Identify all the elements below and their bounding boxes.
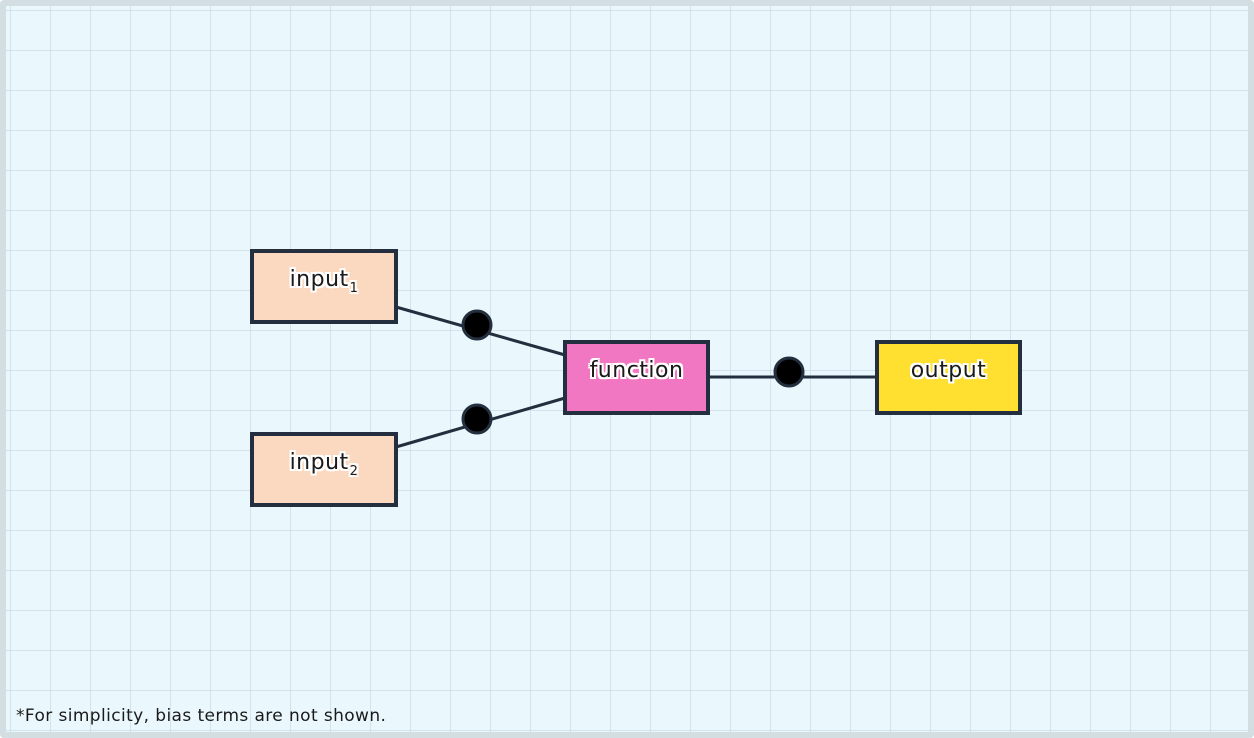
input-1-node: input1	[250, 249, 398, 324]
input-2-node: input2	[250, 432, 398, 507]
output-label: output	[910, 358, 987, 383]
input-1-subscript: 1	[349, 281, 359, 296]
footnote: *For simplicity, bias terms are not show…	[16, 706, 387, 726]
function-node: function	[563, 340, 710, 415]
input-2-subscript: 2	[349, 464, 359, 479]
input-2-label: input2	[289, 450, 359, 479]
function-label: function	[589, 358, 684, 383]
input-1-label: input1	[289, 267, 359, 296]
weight-dot-3	[773, 356, 805, 388]
weight-dot-1	[461, 309, 493, 341]
weight-dot-2	[461, 403, 493, 435]
output-node: output	[875, 340, 1022, 415]
